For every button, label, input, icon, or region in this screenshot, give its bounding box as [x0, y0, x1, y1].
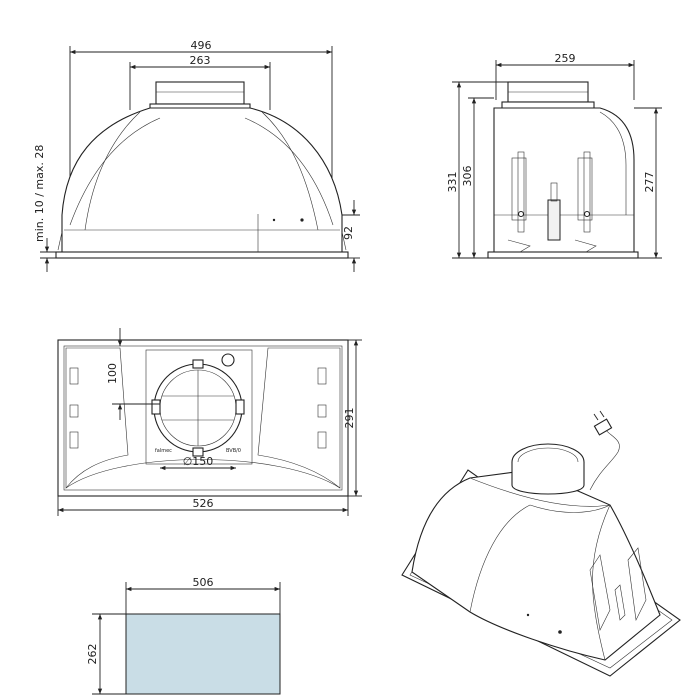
- dim-cutout-height: 262: [86, 644, 99, 665]
- ring-clip: [192, 447, 204, 457]
- panel-left: [65, 347, 129, 489]
- dim-height-total: 331: [446, 172, 459, 193]
- side-clamp: [69, 431, 79, 449]
- ring-clip: [151, 399, 161, 415]
- plug-pin: [599, 410, 605, 418]
- body-contour: [84, 111, 141, 231]
- perspective-view: [401, 410, 681, 677]
- dim-depth-top: 259: [555, 52, 576, 65]
- shell-contour: [469, 504, 531, 613]
- outlet-collar-body: [511, 462, 585, 495]
- dim-width-top: 263: [190, 54, 211, 67]
- bracket: [589, 554, 611, 631]
- brand-mark: falmec: [155, 448, 172, 454]
- screw: [272, 218, 276, 222]
- body-contour: [69, 117, 161, 226]
- side-clamp: [69, 404, 79, 418]
- side-clamp: [317, 431, 327, 449]
- dim-cutout-width: 506: [193, 576, 214, 589]
- shell-top-edge: [469, 477, 611, 507]
- power-cable: [589, 429, 620, 491]
- side-view: 259 331 306 277: [446, 52, 662, 259]
- hood-shell: [411, 469, 661, 661]
- screw: [583, 210, 591, 218]
- lever-stem: [550, 182, 558, 202]
- dim-width-total: 496: [191, 39, 212, 52]
- front-view: 496 263 min. 10 / max. 28: [33, 39, 360, 272]
- bracket: [511, 157, 527, 221]
- dim-height-right: 277: [643, 172, 656, 193]
- motor-lever: [547, 199, 561, 241]
- panel-right: [257, 347, 341, 489]
- plug-pin: [593, 413, 599, 421]
- screw: [558, 630, 562, 634]
- bracket-rail: [517, 151, 525, 233]
- dim-height-body: 306: [461, 166, 474, 187]
- body-contour: [599, 111, 627, 215]
- body-contour: [244, 117, 334, 226]
- ring-detail: [162, 395, 234, 421]
- motor-plate: [145, 349, 253, 465]
- side-clamp: [317, 367, 327, 385]
- clamp: [341, 231, 347, 251]
- hood-body: [61, 107, 343, 253]
- screw: [526, 613, 530, 617]
- side-clamp: [69, 367, 79, 385]
- outlet-collar: [155, 81, 245, 105]
- bracket: [577, 157, 593, 221]
- clamp: [57, 231, 63, 251]
- cable: [507, 239, 531, 253]
- plug: [593, 418, 613, 436]
- front-curve: [65, 459, 341, 489]
- cutout-rectangle: [125, 613, 281, 695]
- base-frame: [55, 251, 349, 259]
- side-body: [493, 107, 635, 253]
- bracket: [614, 584, 626, 621]
- cable: [574, 239, 597, 253]
- dim-height-lower: 92: [342, 226, 355, 240]
- screw: [300, 218, 304, 222]
- dim-outlet-diameter: ∅150: [183, 455, 214, 468]
- base-frame: [487, 251, 639, 259]
- screw: [517, 210, 525, 218]
- bracket-rail: [583, 151, 591, 233]
- cutout-view: 506 262: [86, 576, 281, 695]
- shell-contour: [529, 504, 611, 513]
- shell-contour: [592, 504, 611, 661]
- side-clamp: [317, 404, 327, 418]
- body-contour: [261, 111, 319, 231]
- cable-grommet: [221, 353, 235, 367]
- frame-inner: [63, 345, 343, 491]
- ring-clip: [192, 359, 204, 369]
- bracket: [627, 547, 647, 622]
- dim-top-width: 526: [193, 497, 214, 510]
- model-mark: BVB/0: [226, 448, 241, 454]
- ring-clip: [235, 399, 245, 415]
- top-view: falmec BVB/0 ∅150 100 291 526: [57, 328, 362, 516]
- dim-offset: 100: [106, 363, 119, 384]
- dim-height-range: min. 10 / max. 28: [33, 145, 46, 242]
- dim-top-depth: 291: [343, 408, 356, 429]
